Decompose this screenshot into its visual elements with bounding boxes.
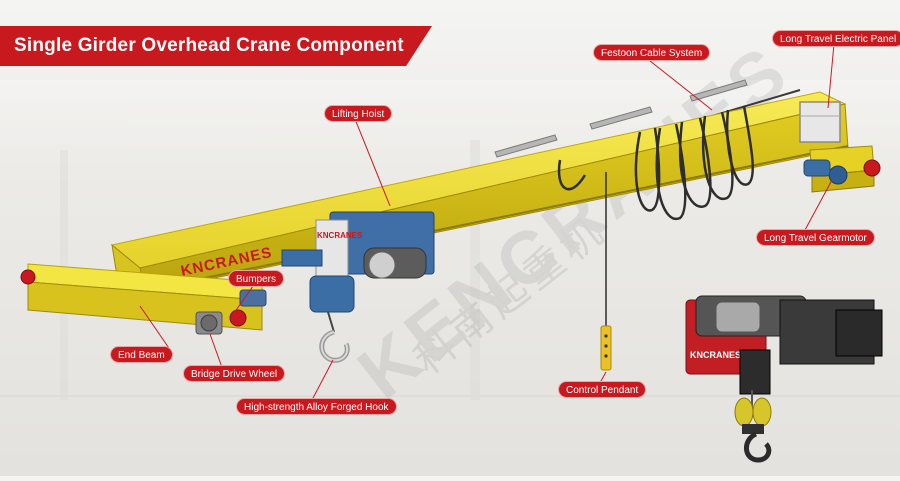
inset-logo: KNCRANES: [690, 350, 741, 360]
label-drive-wheel: Bridge Drive Wheel: [183, 365, 286, 382]
festoon-cables: [557, 105, 754, 221]
title-banner: Single Girder Overhead Crane Component: [0, 26, 432, 66]
label-bumpers: Bumpers: [228, 270, 285, 287]
inset-hoist: KNCRANES: [685, 295, 883, 463]
electric-panel-box: [799, 101, 841, 143]
hoist-logo: KNCRANES: [317, 231, 363, 240]
label-end-beam: End Beam: [110, 346, 173, 363]
label-electric-panel: Long Travel Electric Panel: [772, 30, 900, 47]
end-beam: [20, 263, 267, 335]
lifting-hoist: KNCRANES: [281, 211, 435, 363]
right-end-beam: [799, 101, 881, 193]
label-gearmotor: Long Travel Gearmotor: [756, 229, 875, 246]
control-pendant: [600, 172, 612, 371]
label-festoon: Festoon Cable System: [593, 44, 711, 61]
page-title: Single Girder Overhead Crane Component: [14, 35, 404, 56]
label-lifting-hoist: Lifting Hoist: [324, 105, 393, 122]
label-pendant: Control Pendant: [558, 381, 647, 398]
label-hook: High-strength Alloy Forged Hook: [236, 398, 397, 415]
